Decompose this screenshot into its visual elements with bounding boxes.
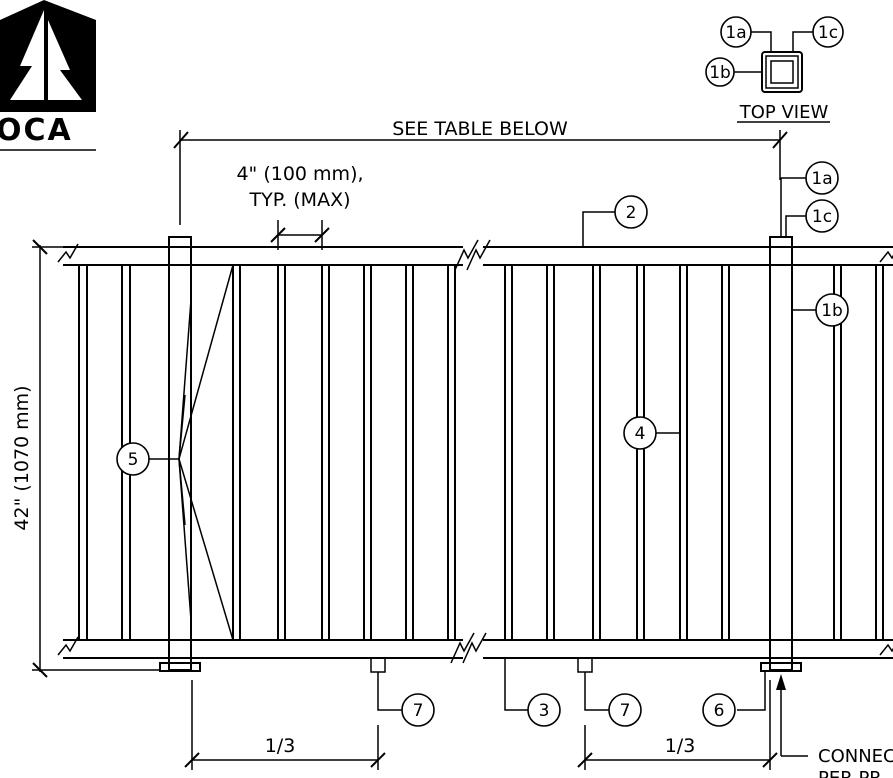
callout-1a-label: 1a	[811, 169, 832, 189]
callout-5: 5	[116, 442, 150, 476]
left-post	[159, 236, 201, 672]
top-view-1a-label: 1a	[725, 23, 746, 43]
baluster	[447, 265, 456, 640]
note-line2: PER PR	[818, 768, 882, 778]
callout-6: 6	[702, 693, 736, 727]
top-view-1a-bubble	[720, 16, 752, 48]
baluster	[277, 265, 286, 640]
callout-2-label: 2	[626, 203, 637, 223]
baluster	[405, 265, 414, 640]
callout-5-label: 5	[128, 450, 139, 470]
top-view-detail: 1a 1c 1b TOP VIEW	[705, 16, 844, 123]
callout-1b: 1b	[815, 293, 849, 327]
baluster	[321, 265, 330, 640]
boca-logo: OCA	[0, 0, 96, 151]
baluster	[833, 265, 842, 640]
callout-4-label: 4	[635, 424, 646, 444]
third-dimension-left: 1/3	[184, 680, 386, 770]
logo-text: OCA	[0, 113, 73, 148]
callout-4: 4	[623, 416, 657, 450]
baluster	[592, 265, 601, 640]
bottom-rail	[63, 639, 893, 659]
third-dimension-right: 1/3	[577, 680, 778, 770]
baluster	[636, 265, 645, 640]
callout-6-label: 6	[714, 701, 725, 721]
balusters	[78, 265, 884, 640]
baluster	[546, 265, 555, 640]
baluster	[721, 265, 730, 640]
top-view-1c-label: 1c	[818, 23, 838, 43]
spacing-text-line1: 4" (100 mm),	[236, 163, 363, 185]
top-view-1b-label: 1b	[709, 63, 731, 83]
span-dimension-text: SEE TABLE BELOW	[392, 118, 568, 140]
callout-1a: 1a	[805, 161, 839, 195]
baluster	[679, 265, 688, 640]
callout-3-label: 3	[539, 701, 550, 721]
top-view-1b-bubble	[705, 57, 735, 87]
baluster	[363, 265, 372, 640]
callout-3: 3	[527, 693, 561, 727]
baluster	[78, 265, 88, 640]
span-dimension: SEE TABLE BELOW	[173, 118, 788, 225]
spacing-text-line2: TYP. (MAX)	[248, 189, 350, 211]
top-rail	[63, 246, 893, 266]
note-line1: CONNEC	[818, 746, 893, 767]
picket-fan-lines	[178, 264, 234, 641]
right-post	[760, 236, 802, 672]
splice-connector	[577, 657, 593, 673]
break-symbols	[57, 239, 893, 664]
callout-7-left-label: 7	[413, 701, 424, 721]
callout-1c: 1c	[805, 199, 839, 233]
callout-7-left: 7	[401, 693, 435, 727]
splice-connector	[370, 657, 386, 673]
spacing-dimension: 4" (100 mm), TYP. (MAX)	[236, 163, 364, 250]
third-right-text: 1/3	[665, 735, 696, 757]
callout-2: 2	[614, 195, 648, 229]
callout-1b-label: 1b	[821, 301, 843, 321]
baluster	[875, 265, 884, 640]
callout-7-right: 7	[608, 693, 642, 727]
top-view-title: TOP VIEW	[739, 102, 829, 123]
callout-7-right-label: 7	[620, 701, 631, 721]
connection-note: CONNEC PER PR	[776, 674, 893, 778]
third-left-text: 1/3	[265, 735, 296, 757]
baluster	[504, 265, 513, 640]
baluster	[232, 265, 241, 640]
height-dimension-text: 42" (1070 mm)	[11, 385, 33, 530]
callout-leaders	[148, 177, 816, 711]
top-view-1c-bubble	[812, 16, 844, 48]
callout-1c-label: 1c	[812, 207, 832, 227]
